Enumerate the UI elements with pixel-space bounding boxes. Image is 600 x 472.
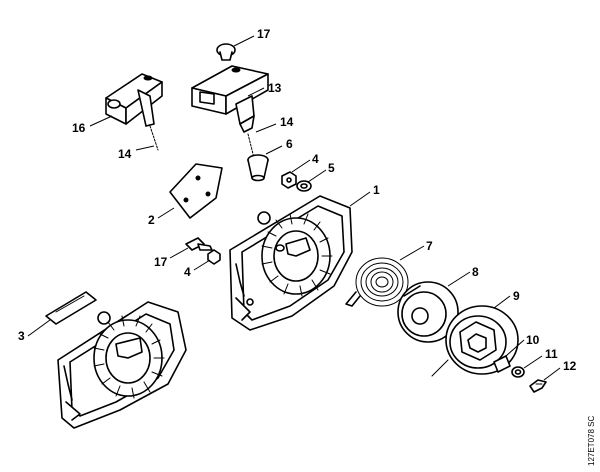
callout-10: 10 — [526, 333, 540, 347]
starter-grip-13 — [191, 65, 269, 133]
callout-14b: 14 — [280, 115, 294, 129]
nut-4a — [281, 171, 297, 189]
cap-15 — [216, 43, 236, 61]
callout-4a: 4 — [312, 152, 319, 166]
rewind-spring-7 — [345, 257, 409, 307]
callout-1: 1 — [373, 183, 380, 197]
spring-clip-12 — [529, 379, 547, 393]
callout-11: 11 — [545, 347, 558, 361]
screw-17 — [185, 237, 213, 251]
washer-11 — [511, 366, 525, 378]
callout-8: 8 — [472, 265, 479, 279]
callout-7: 7 — [426, 239, 433, 253]
pawl-10 — [493, 355, 511, 373]
reference-code: 127ET078 SC — [587, 416, 596, 466]
starter-rope-14b — [247, 133, 255, 159]
bushing-6 — [247, 154, 269, 182]
callout-2: 2 — [148, 213, 155, 227]
spring-housing-8 — [397, 281, 459, 343]
fan-housing-assembled — [57, 301, 187, 429]
leader-lines — [27, 35, 561, 381]
plate-2 — [169, 163, 223, 219]
starter-grip-16 — [105, 73, 163, 127]
washer-5 — [296, 180, 312, 192]
callout-14a: 14 — [118, 147, 132, 161]
callout-6: 6 — [286, 137, 293, 151]
callout-4b: 4 — [184, 265, 191, 279]
callout-5: 5 — [328, 161, 335, 175]
callout-12: 12 — [563, 359, 577, 373]
label-plate-3 — [45, 291, 97, 325]
rope-rotor-9 — [431, 305, 519, 377]
starter-rope-14a — [149, 125, 159, 151]
callout-3: 3 — [18, 329, 25, 343]
callout-16: 16 — [72, 121, 86, 135]
nut-4b — [207, 249, 221, 265]
callout-9: 9 — [513, 289, 520, 303]
callout-17: 17 — [154, 255, 168, 269]
fan-housing-1 — [229, 195, 353, 331]
callout-13: 13 — [268, 81, 282, 95]
callout-15: 17 — [257, 27, 271, 41]
